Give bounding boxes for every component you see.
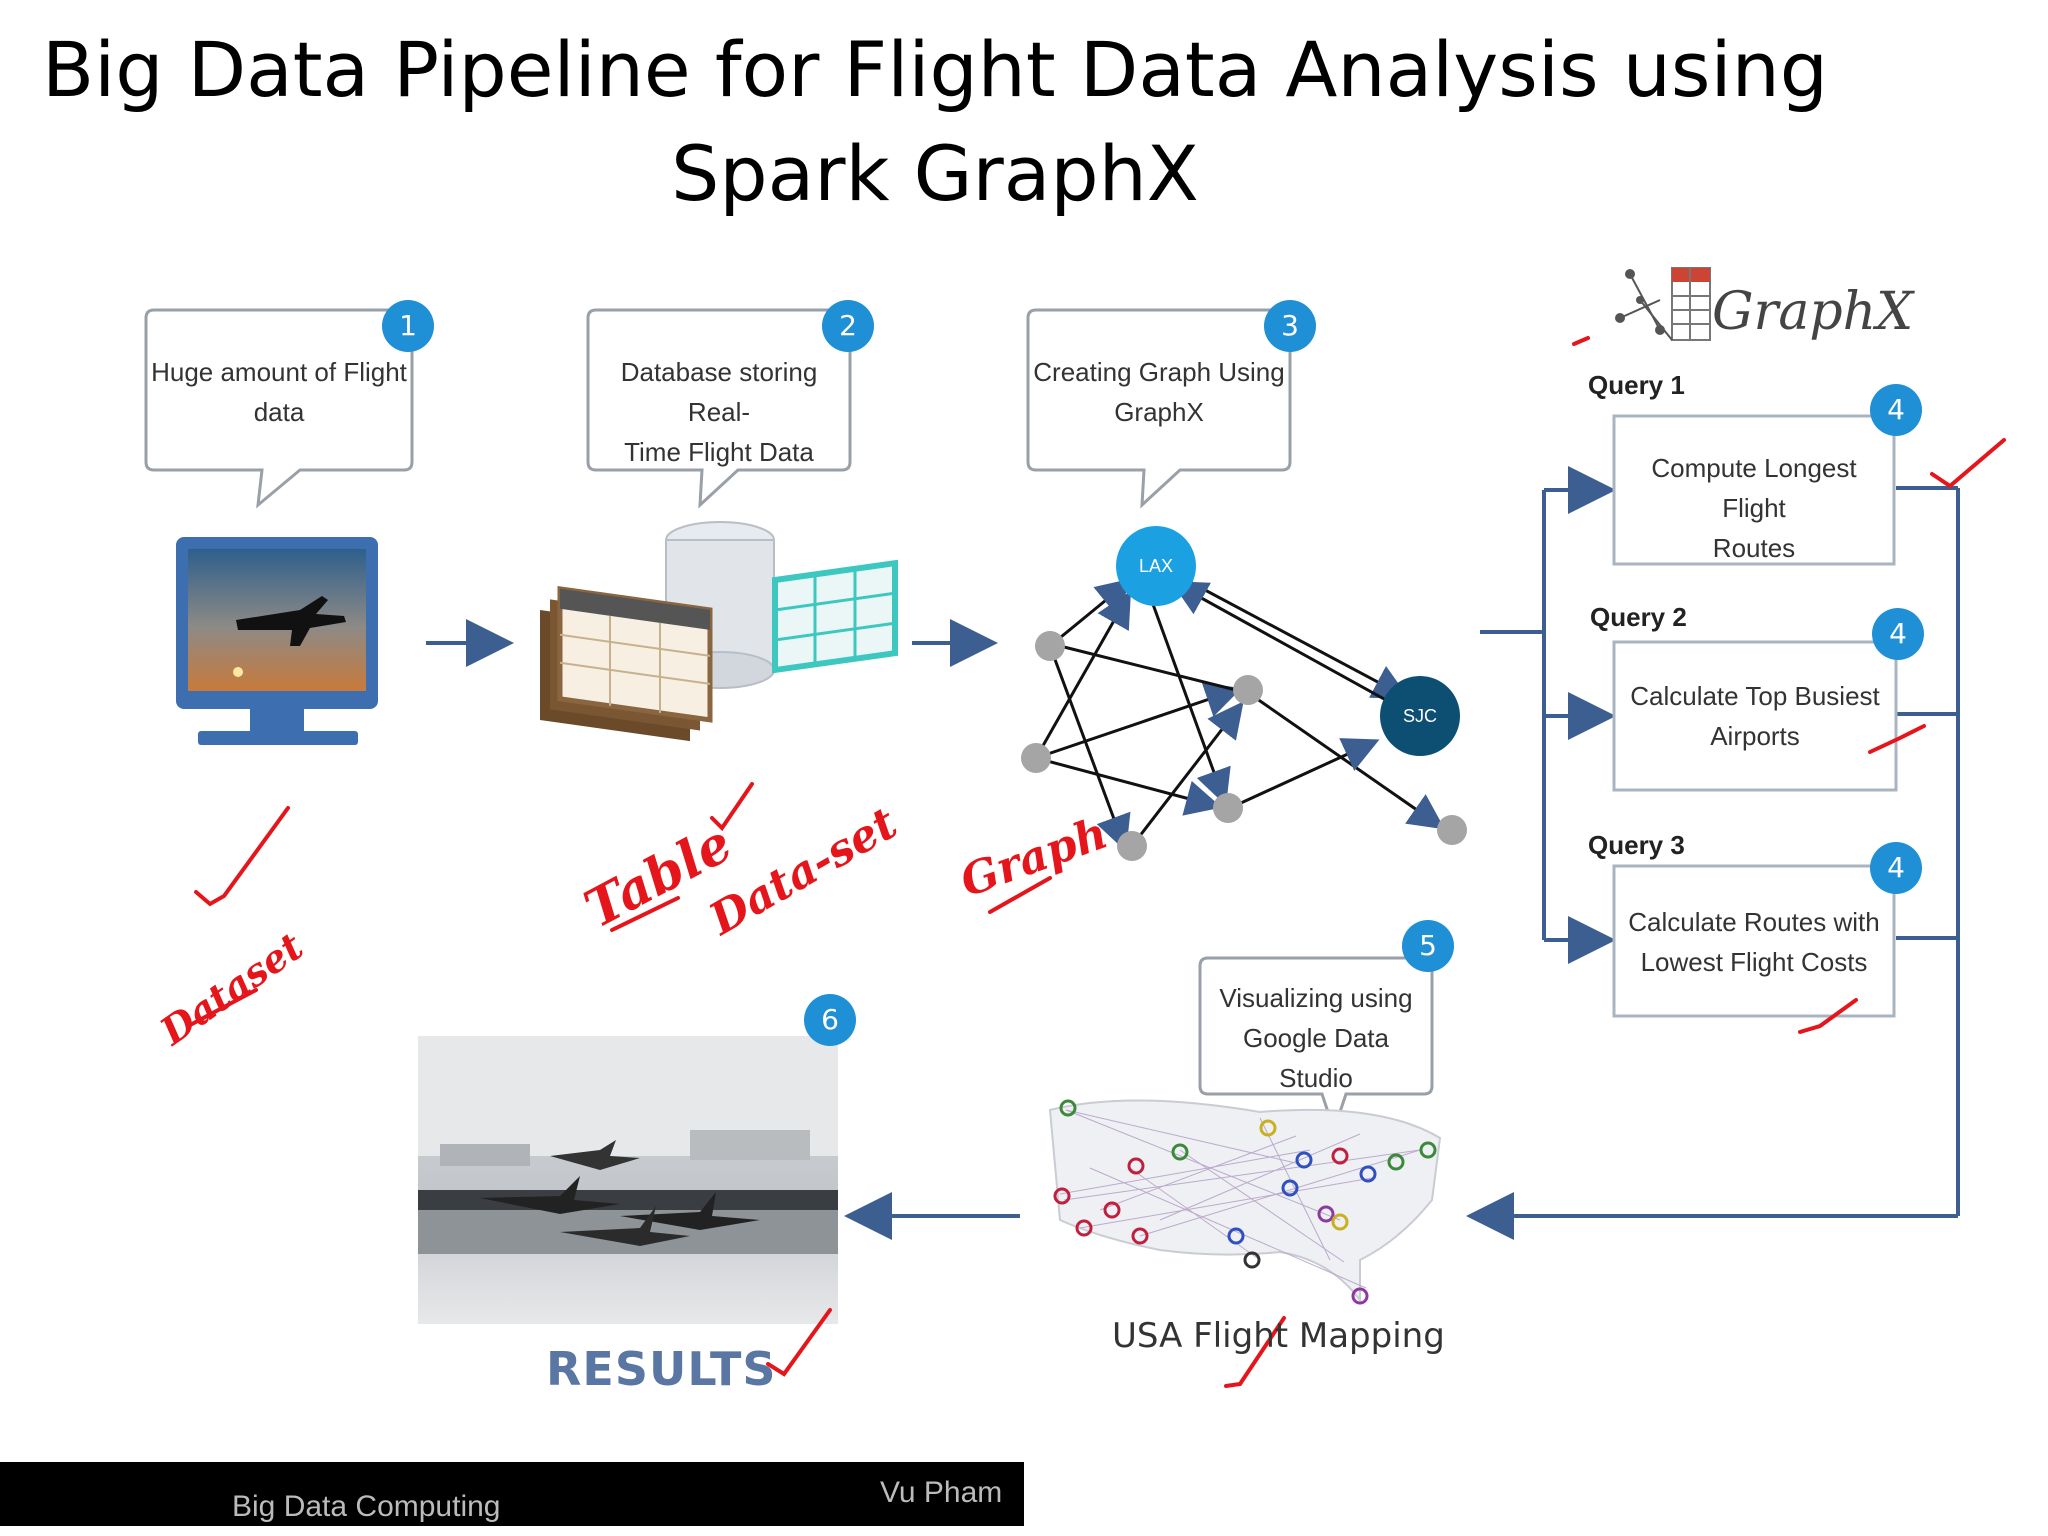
query-box-2: [1612, 640, 1898, 792]
graph-node: [1213, 793, 1243, 823]
handwritten-annotations: [190, 336, 2006, 1388]
graph-node: [1021, 743, 1051, 773]
query-text-3: Calculate Routes with Lowest Flight Cost…: [1618, 902, 1890, 982]
query-box-1: [1612, 414, 1896, 566]
query-label-1: Query 1: [1588, 370, 1685, 400]
results-label: RESULTS: [546, 1342, 777, 1396]
callout-line: Creating Graph Using: [1033, 357, 1285, 387]
query-line: Compute Longest Flight: [1651, 453, 1857, 523]
footer-right-text: Vu Pham: [880, 1476, 1003, 1509]
callout-text-step-2: Database storing Real- Time Flight Data: [592, 352, 846, 472]
graph-node-sjc: [1380, 676, 1460, 756]
map-label: USA Flight Mapping: [1112, 1316, 1445, 1356]
callout-line: Huge amount of Flight: [151, 357, 407, 387]
slide-title: Big Data Pipeline for Flight Data Analys…: [0, 18, 1870, 226]
graph-node: [1233, 675, 1263, 705]
badge-number: 4: [1887, 393, 1905, 426]
graph-node-label-lax: LAX: [1138, 556, 1174, 576]
callout-line: Time Flight Data: [624, 437, 814, 467]
graphx-logo-text: GraphX: [1712, 282, 1914, 342]
graphx-logo-icon: [1615, 267, 1711, 341]
callout-text-step-3: Creating Graph Using GraphX: [1032, 352, 1286, 432]
badge-query-3: [1870, 842, 1922, 894]
query-line: Routes: [1712, 533, 1796, 563]
callout-line: Google Data Studio: [1243, 1023, 1389, 1093]
callout-line: GraphX: [1114, 397, 1204, 427]
callout-line: data: [253, 397, 305, 427]
badge-number: 6: [821, 1003, 839, 1036]
database-tables-icon: [540, 521, 898, 742]
graph-node-lax: [1116, 526, 1196, 606]
graph-node: [1437, 815, 1467, 845]
query-label-3: Query 3: [1588, 830, 1685, 860]
usa-flight-map-image: [1048, 1099, 1442, 1305]
monitor-icon: [176, 537, 378, 745]
badge-number: 5: [1419, 929, 1437, 962]
query-label-2: Query 2: [1590, 602, 1687, 632]
query-line: Lowest Flight Costs: [1640, 947, 1868, 977]
title-line-1: Big Data Pipeline for Flight Data Analys…: [41, 25, 1829, 114]
footer-bar: [0, 1462, 1024, 1526]
results-photo: [418, 1036, 838, 1324]
badge-number: 3: [1281, 309, 1299, 342]
query-line: Calculate Routes with: [1628, 907, 1880, 937]
query-box-3: [1612, 864, 1896, 1018]
badge-number: 4: [1887, 851, 1905, 884]
badge-query-1: [1870, 384, 1922, 436]
query-connector: [1466, 466, 1960, 1240]
badge-query-2: [1872, 608, 1924, 660]
badge-step-5: [1402, 920, 1454, 972]
graph-node: [1117, 831, 1147, 861]
badge-step-3: [1264, 300, 1316, 352]
badge-number: 2: [839, 309, 857, 342]
footer-left-text: Big Data Computing: [232, 1490, 501, 1523]
badge-step-2: [822, 300, 874, 352]
callout-text-step-1: Huge amount of Flight data: [150, 352, 408, 432]
query-line: Airports: [1710, 721, 1800, 751]
callout-line: Visualizing using: [1219, 983, 1413, 1013]
badge-step-1: [382, 300, 434, 352]
query-line: Calculate Top Busiest: [1630, 681, 1880, 711]
badge-step-6: [804, 994, 856, 1046]
graph-node-label-sjc: SJC: [1402, 706, 1437, 726]
badge-number: 4: [1889, 617, 1907, 650]
callout-line: Database storing Real-: [620, 357, 818, 427]
query-text-1: Compute Longest Flight Routes: [1618, 448, 1890, 568]
title-line-2: Spark GraphX: [671, 129, 1199, 218]
badge-number: 1: [399, 309, 417, 342]
graph-node: [1035, 631, 1065, 661]
callout-text-step-5: Visualizing using Google Data Studio: [1204, 978, 1428, 1098]
flight-graph: [1034, 564, 1445, 852]
query-text-2: Calculate Top Busiest Airports: [1618, 676, 1892, 756]
